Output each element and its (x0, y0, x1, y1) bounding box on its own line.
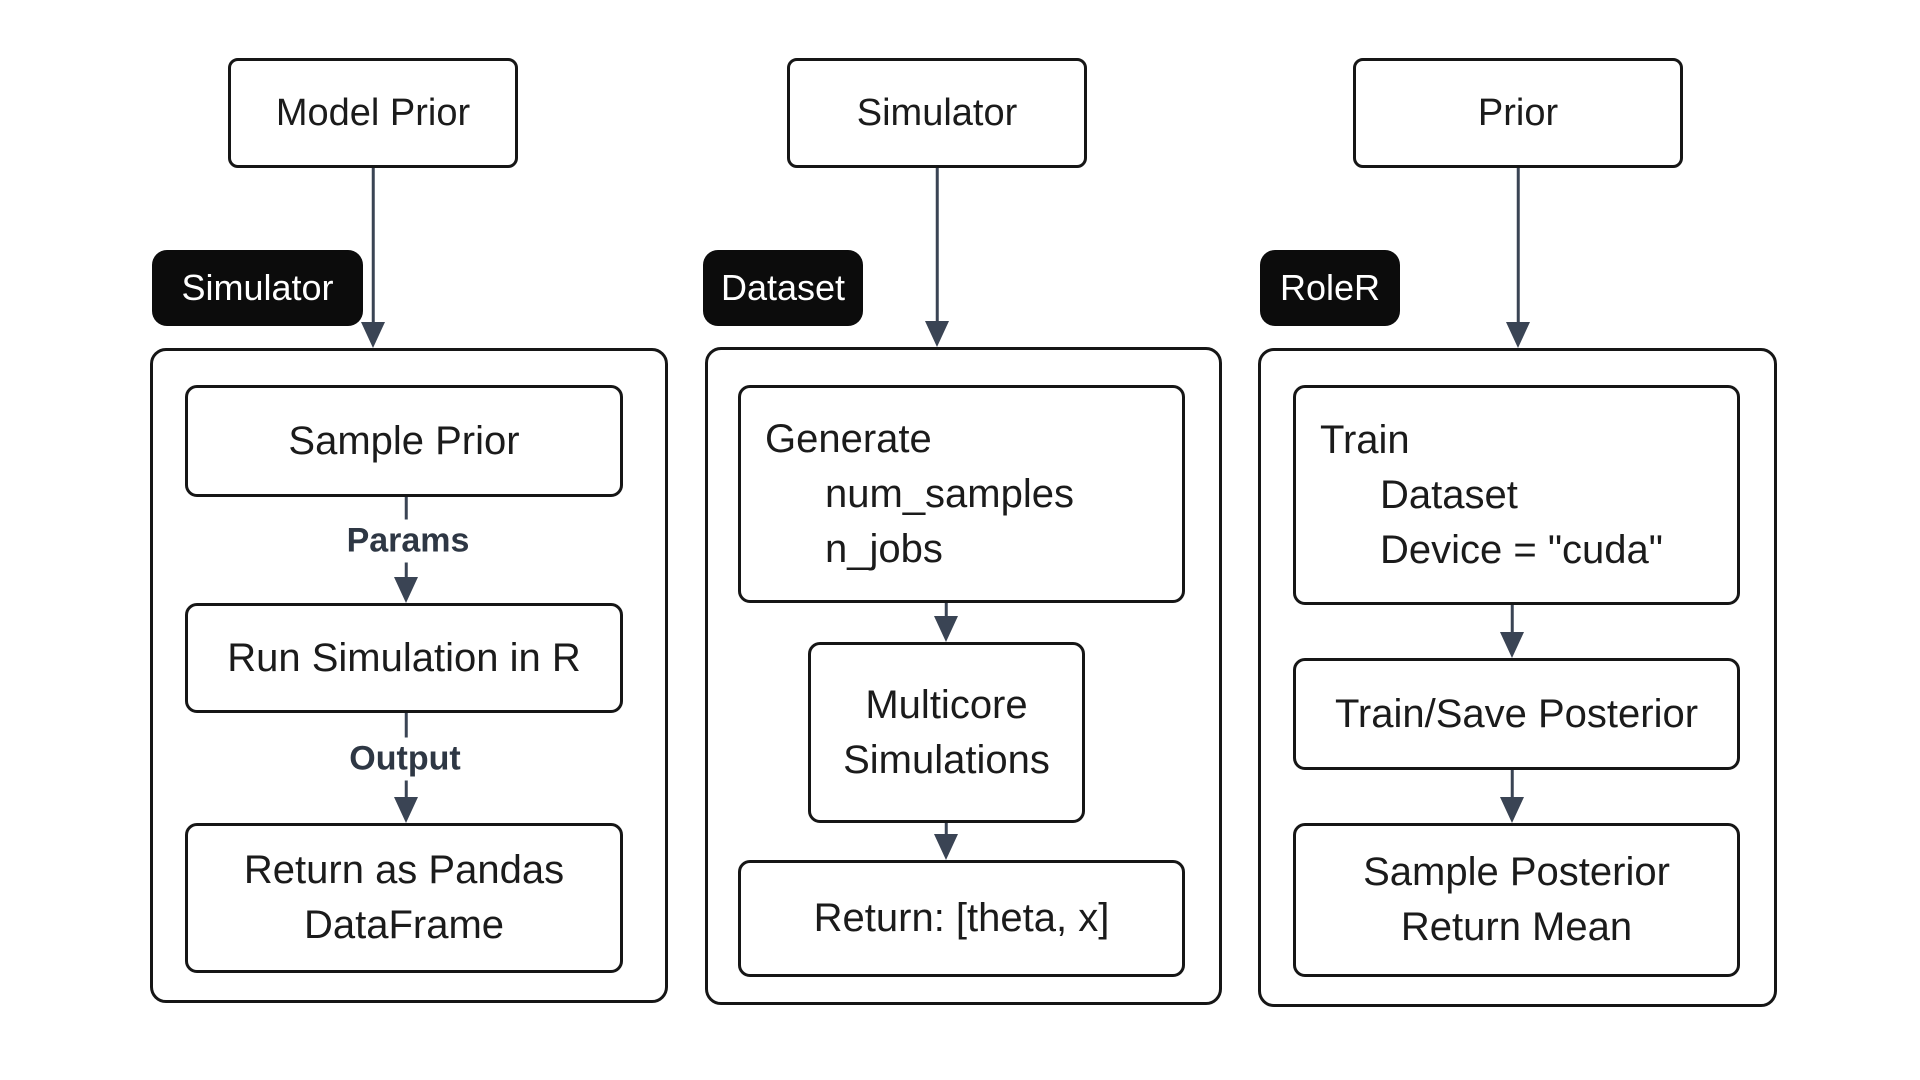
step-label-line1: Train (1320, 417, 1410, 462)
sample-posterior-step: Sample Posterior Return Mean (1293, 823, 1740, 977)
roler-badge: RoleR (1260, 250, 1400, 326)
arrow-generate-to-multicore (933, 603, 959, 642)
return-theta-x-step: Return: [theta, x] (738, 860, 1185, 977)
step-label-line3: Device = "cuda" (1380, 527, 1663, 572)
prior-box: Prior (1353, 58, 1683, 168)
step-label: Sample Prior (288, 418, 520, 463)
prior-label: Prior (1477, 91, 1559, 134)
simulator-badge-label: Simulator (181, 267, 334, 308)
output-edge-label: Output (339, 737, 471, 781)
arrow-simulator-to-dataset-container (924, 168, 950, 347)
arrow-line (1516, 168, 1520, 326)
model-prior-label: Model Prior (275, 91, 471, 134)
generate-step: Generate num_samples n_jobs (738, 385, 1185, 603)
arrow-head-icon (1500, 632, 1524, 658)
roler-badge-label: RoleR (1279, 267, 1381, 308)
arrow-train-save-to-sample-posterior (1499, 770, 1525, 823)
arrow-line (1510, 770, 1514, 801)
step-label-line1: Multicore (865, 682, 1028, 727)
step-label-line2: Dataset (1380, 472, 1518, 517)
arrow-line (944, 823, 948, 838)
arrow-line (935, 168, 939, 325)
arrow-model-prior-to-simulator-container (360, 168, 386, 348)
step-label-line1: Sample Posterior (1363, 850, 1670, 894)
arrow-line (944, 603, 948, 620)
step-label-line3: n_jobs (825, 526, 943, 571)
arrow-head-icon (925, 321, 949, 347)
run-simulation-step: Run Simulation in R (185, 603, 623, 713)
step-label-line2: num_samples (825, 471, 1075, 516)
simulator-badge: Simulator (152, 250, 363, 326)
simulator-source-label: Simulator (856, 91, 1018, 134)
arrow-head-icon (361, 322, 385, 348)
step-label-line2: DataFrame (303, 903, 505, 947)
return-pandas-step: Return as Pandas DataFrame (185, 823, 623, 973)
arrow-train-to-train-save-posterior (1499, 605, 1525, 658)
step-label: Train/Save Posterior (1334, 691, 1699, 736)
arrow-head-icon (394, 577, 418, 603)
params-edge-label: Params (336, 519, 480, 563)
arrow-head-icon (934, 834, 958, 860)
step-label-line1: Generate (765, 416, 932, 461)
model-prior-box: Model Prior (228, 58, 518, 168)
step-label-line2: Return Mean (1400, 905, 1633, 949)
step-label-line1: Return as Pandas (243, 848, 565, 892)
multicore-simulations-step: Multicore Simulations (808, 642, 1085, 823)
arrow-prior-to-roler-container (1505, 168, 1531, 348)
arrow-multicore-to-return-theta (933, 823, 959, 860)
dataset-badge-label: Dataset (720, 267, 846, 308)
step-label: Run Simulation in R (227, 635, 581, 680)
arrow-head-icon (394, 797, 418, 823)
dataset-badge: Dataset (703, 250, 863, 326)
train-save-posterior-step: Train/Save Posterior (1293, 658, 1740, 770)
step-label: Return: [theta, x] (813, 896, 1110, 940)
arrow-line (371, 168, 375, 326)
sample-prior-step: Sample Prior (185, 385, 623, 497)
simulator-source-box: Simulator (787, 58, 1087, 168)
arrow-head-icon (1506, 322, 1530, 348)
arrow-line (1510, 605, 1514, 636)
arrow-head-icon (934, 616, 958, 642)
train-step: Train Dataset Device = "cuda" (1293, 385, 1740, 605)
step-label-line2: Simulations (843, 737, 1050, 782)
arrow-head-icon (1500, 797, 1524, 823)
